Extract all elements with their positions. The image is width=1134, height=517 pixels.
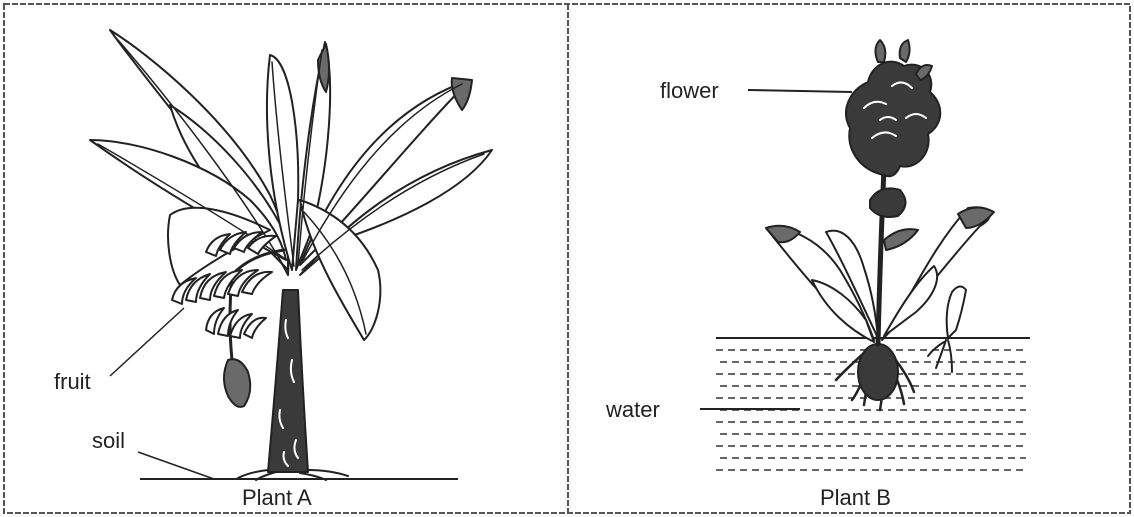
root-mass	[858, 344, 898, 400]
fruit-leader-line	[110, 308, 184, 376]
flower-label: flower	[660, 78, 719, 103]
flower-leader-line	[748, 90, 852, 92]
plant-b-caption: Plant B	[820, 485, 891, 510]
water-leaf-small-upper	[884, 229, 918, 250]
flower-lower-cluster	[870, 188, 906, 217]
panel-plant-b: flower water Plant B	[605, 40, 1030, 510]
banana-trunk	[268, 290, 308, 472]
plant-a-caption: Plant A	[242, 485, 312, 510]
fruit-stalk	[230, 250, 284, 360]
water-plant-illustration	[766, 40, 994, 410]
leaf-upper-right-spot	[452, 78, 472, 110]
water-leaf-right-mid	[884, 266, 937, 336]
water-leaf-right-tip	[958, 207, 994, 228]
soil-leader-line	[138, 452, 214, 479]
soil-label: soil	[92, 428, 125, 453]
banana-plant-illustration	[90, 30, 492, 480]
banana-flower-bud	[224, 359, 250, 407]
fruit-label: fruit	[54, 369, 91, 394]
small-offshoot-roots	[928, 340, 952, 372]
small-offshoot	[947, 286, 966, 338]
panel-plant-a: fruit soil Plant A	[54, 30, 492, 510]
water-label: water	[605, 397, 660, 422]
